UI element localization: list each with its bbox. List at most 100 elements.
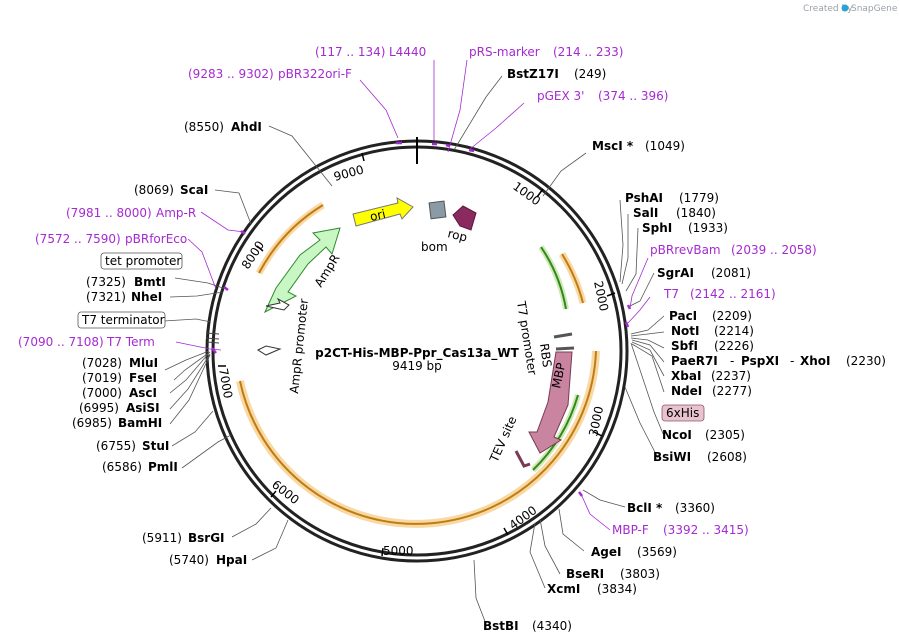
primer-name[interactable]: pRS-marker: [469, 45, 540, 59]
primer-name[interactable]: MBP-F: [612, 523, 649, 537]
t7-terminator-label[interactable]: T7 terminator: [81, 313, 165, 327]
primer-leader-lines: [175, 59, 651, 531]
site-name[interactable]: MluI: [129, 356, 158, 370]
site-name[interactable]: XhoI: [800, 354, 831, 368]
primer-name[interactable]: T7: [663, 287, 679, 301]
site-name[interactable]: SphI: [642, 221, 672, 235]
leader-lines: [163, 75, 665, 625]
primer-range: (7090 .. 7108): [18, 335, 104, 349]
site-pos: (1049): [645, 139, 685, 153]
site-name[interactable]: BsiWI: [653, 450, 691, 464]
site-name[interactable]: SgrAI: [657, 266, 694, 280]
primer-range: (374 .. 396): [598, 89, 668, 103]
site-name[interactable]: BsrGI: [188, 531, 225, 545]
site-separator: -: [790, 354, 794, 368]
left-primers: (117 .. 134) L4440 (9283 .. 9302) pBR322…: [18, 45, 426, 349]
site-name[interactable]: BclI *: [627, 501, 663, 515]
ampr-label: AmpR: [312, 252, 343, 290]
plasmid-name: p2CT-His-MBP-Ppr_Cas13a_WT: [315, 346, 519, 361]
bom-feature: [428, 200, 447, 220]
site-name[interactable]: FseI: [129, 371, 157, 385]
site-pos: (2081): [711, 266, 751, 280]
site-name[interactable]: AgeI: [591, 545, 621, 559]
site-pos: (7325): [86, 275, 126, 289]
site-name[interactable]: BstBI: [483, 619, 519, 633]
primer-name[interactable]: Amp-R: [156, 206, 196, 220]
site-cluster-ticks-left: [205, 332, 220, 344]
site-name[interactable]: AscI: [129, 386, 157, 400]
site-name[interactable]: PmlI: [148, 460, 178, 474]
site-separator: -: [730, 354, 734, 368]
primer-range: (214 .. 233): [553, 45, 623, 59]
primer-name[interactable]: pBRrevBam: [650, 243, 721, 257]
site-pos: (1779): [679, 191, 719, 205]
site-name[interactable]: NdeI: [671, 384, 702, 398]
primer-name[interactable]: L4440: [389, 45, 426, 59]
primer-name[interactable]: pGEX 3': [537, 89, 584, 103]
site-pos: (7019): [82, 371, 122, 385]
site-pos: (6755): [96, 439, 136, 453]
rbs-label: RBS: [537, 342, 554, 368]
site-name[interactable]: SbfI: [671, 339, 698, 353]
rop-feature: [452, 205, 477, 231]
site-name[interactable]: BstZ17I: [507, 67, 559, 81]
ori-feature: [352, 197, 414, 227]
site-name[interactable]: SalI: [633, 206, 658, 220]
tick-label-3000: 3000: [586, 405, 606, 438]
site-pos: (5911): [142, 531, 182, 545]
site-name[interactable]: XbaI: [671, 369, 701, 383]
primer-range: (117 .. 134): [315, 45, 385, 59]
site-pos: (2230): [846, 354, 886, 368]
site-name[interactable]: StuI: [142, 439, 169, 453]
site-pos: (3569): [637, 545, 677, 559]
site-pos: (2209): [712, 309, 752, 323]
site-name[interactable]: NcoI: [662, 428, 692, 442]
his-tag-label[interactable]: 6xHis: [666, 406, 699, 420]
right-sites: BstZ17I (249) MscI * (1049) PshAI (1779)…: [483, 67, 754, 633]
tick-label-7000: 7000: [216, 367, 235, 400]
site-pos: (2237): [711, 369, 751, 383]
primer-name[interactable]: T7 Term: [106, 335, 155, 349]
site-name[interactable]: AhdI: [231, 120, 262, 134]
t7-promoter-label: T7 promoter: [514, 299, 540, 376]
site-name[interactable]: NheI: [131, 290, 162, 304]
site-pos: (6995): [79, 401, 119, 415]
site-name[interactable]: BseRI: [566, 567, 604, 581]
site-pos: (1933): [688, 221, 728, 235]
watermark-prefix: Created by: [803, 4, 853, 14]
site-name[interactable]: MscI *: [592, 139, 634, 153]
tick-label-1000: 1000: [510, 179, 543, 208]
site-name[interactable]: PshAI: [625, 191, 663, 205]
site-pos: (3803): [620, 567, 660, 581]
site-name[interactable]: NotI: [671, 324, 700, 338]
site-pos: (1840): [676, 206, 716, 220]
feature-arc-right: [561, 253, 584, 304]
plasmid-length: 9419 bp: [392, 359, 442, 373]
site-name[interactable]: HpaI: [216, 553, 247, 567]
primer-range: (7981 .. 8000): [66, 206, 152, 220]
tet-promoter-box: [100, 252, 183, 270]
tev-label: TEV site: [487, 414, 520, 465]
site-pos: (249): [574, 67, 606, 81]
green-arc-2: [532, 394, 579, 471]
primer-range: (3392 .. 3415): [663, 523, 749, 537]
site-name[interactable]: BamHI: [118, 416, 162, 430]
primer-range: (7572 .. 7590): [35, 232, 121, 246]
primer-name[interactable]: pBR322ori-F: [278, 67, 352, 81]
site-name[interactable]: PspXI: [741, 354, 779, 368]
site-name[interactable]: XcmI: [547, 582, 580, 596]
site-pos: (2226): [714, 339, 754, 353]
site-pos: (2608): [707, 450, 747, 464]
site-name[interactable]: PaeR7I: [671, 354, 718, 368]
tet-promoter-label[interactable]: tet promoter: [105, 254, 181, 268]
primer-range: (2142 .. 2161): [690, 287, 776, 301]
primer-name[interactable]: pBRforEco: [125, 232, 187, 246]
site-pos: (7321): [86, 290, 126, 304]
site-name[interactable]: AsiSI: [126, 401, 160, 415]
site-name[interactable]: ScaI: [180, 183, 208, 197]
site-pos: (3834): [597, 582, 637, 596]
site-name[interactable]: BmtI: [134, 275, 166, 289]
site-name[interactable]: PacI: [669, 309, 697, 323]
